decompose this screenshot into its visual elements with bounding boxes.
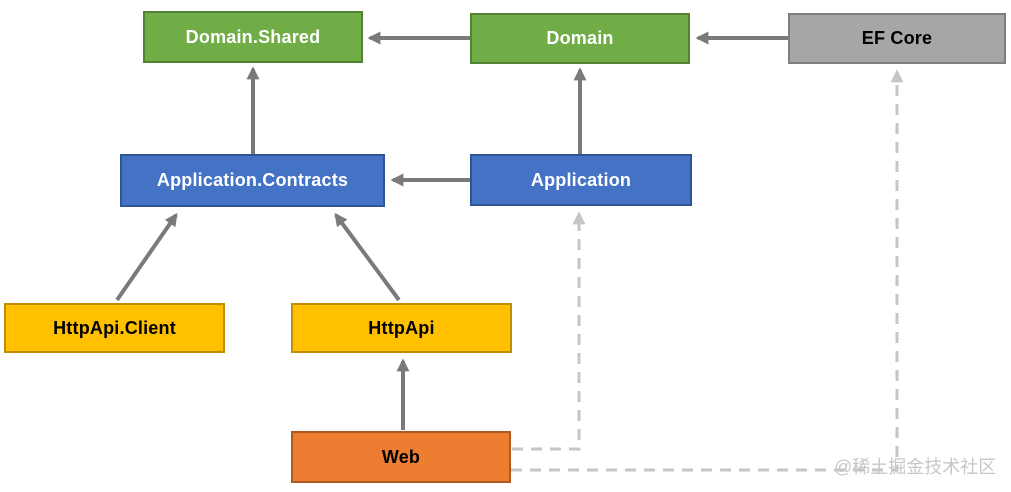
node-domain-shared-label: Domain.Shared	[185, 26, 321, 47]
node-application-contracts-label: Application.Contracts	[156, 170, 349, 190]
node-domain: Domain	[470, 13, 690, 64]
node-application-label: Application	[530, 169, 632, 190]
node-web-label: Web	[381, 446, 421, 467]
node-application: Application	[470, 154, 692, 206]
watermark-text: @稀土掘金技术社区	[834, 457, 997, 477]
node-ef-core-label: EF Core	[861, 28, 933, 48]
edge-web-to-application-dashed-arrow	[512, 211, 586, 451]
node-application-contracts: Application.Contracts	[120, 154, 385, 207]
edge-httpapi-to-appcontracts-arrow	[334, 212, 401, 302]
node-httpapi: HttpApi	[291, 303, 512, 353]
edge-web-to-efcore-dashed-arrow	[511, 69, 904, 472]
node-httpapi-label: HttpApi	[368, 317, 435, 338]
node-httpapi-client: HttpApi.Client	[4, 303, 225, 353]
node-ef-core: EF Core	[788, 13, 1006, 64]
node-domain-shared: Domain.Shared	[143, 11, 363, 63]
node-domain-label: Domain	[546, 28, 614, 48]
node-httpapi-client-label: HttpApi.Client	[53, 317, 176, 338]
node-web: Web	[291, 431, 511, 483]
edge-httpapiclient-to-appcontracts-arrow	[115, 212, 178, 302]
